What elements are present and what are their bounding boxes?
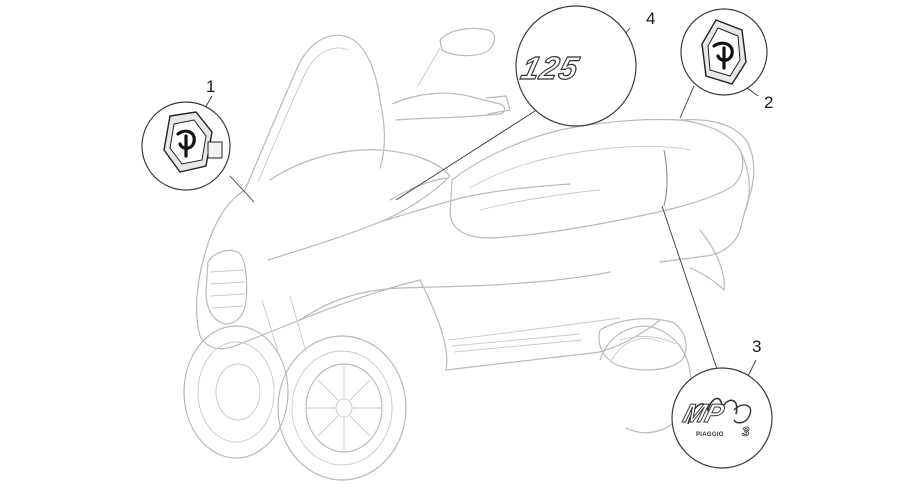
front-wheel-left	[183, 325, 289, 459]
callout-number-3: 3	[752, 337, 762, 356]
leader-line-1	[229, 175, 255, 203]
callout-number-1: 1	[206, 77, 216, 96]
callout-125-decal	[395, 5, 637, 201]
piaggio-emblem-icon	[701, 19, 747, 85]
rear-wheel	[599, 325, 692, 434]
scooter-drawing	[183, 27, 755, 481]
mp3-decal-model-sub: 3	[742, 424, 750, 440]
callout-mp3-decal	[661, 205, 773, 469]
mp3-decal-brand-text: PIAGGIO	[696, 432, 724, 438]
callout-emblem-front	[141, 95, 255, 203]
front-wheel-right	[277, 335, 407, 481]
callout-number-2: 2	[764, 93, 774, 112]
displacement-decal-circle	[515, 5, 637, 127]
callout-number-4: 4	[646, 9, 656, 28]
leader-line-4	[395, 103, 547, 201]
piaggio-emblem-icon	[163, 111, 223, 173]
displacement-decal-text: 125	[517, 49, 584, 86]
leader-line-3-number	[747, 359, 757, 377]
mp3-logo-icon	[687, 397, 752, 425]
mp3-decal-circle	[671, 367, 773, 469]
leader-line-2	[679, 85, 695, 119]
leader-line-3	[661, 205, 719, 373]
callout-emblem-rear	[679, 8, 768, 119]
